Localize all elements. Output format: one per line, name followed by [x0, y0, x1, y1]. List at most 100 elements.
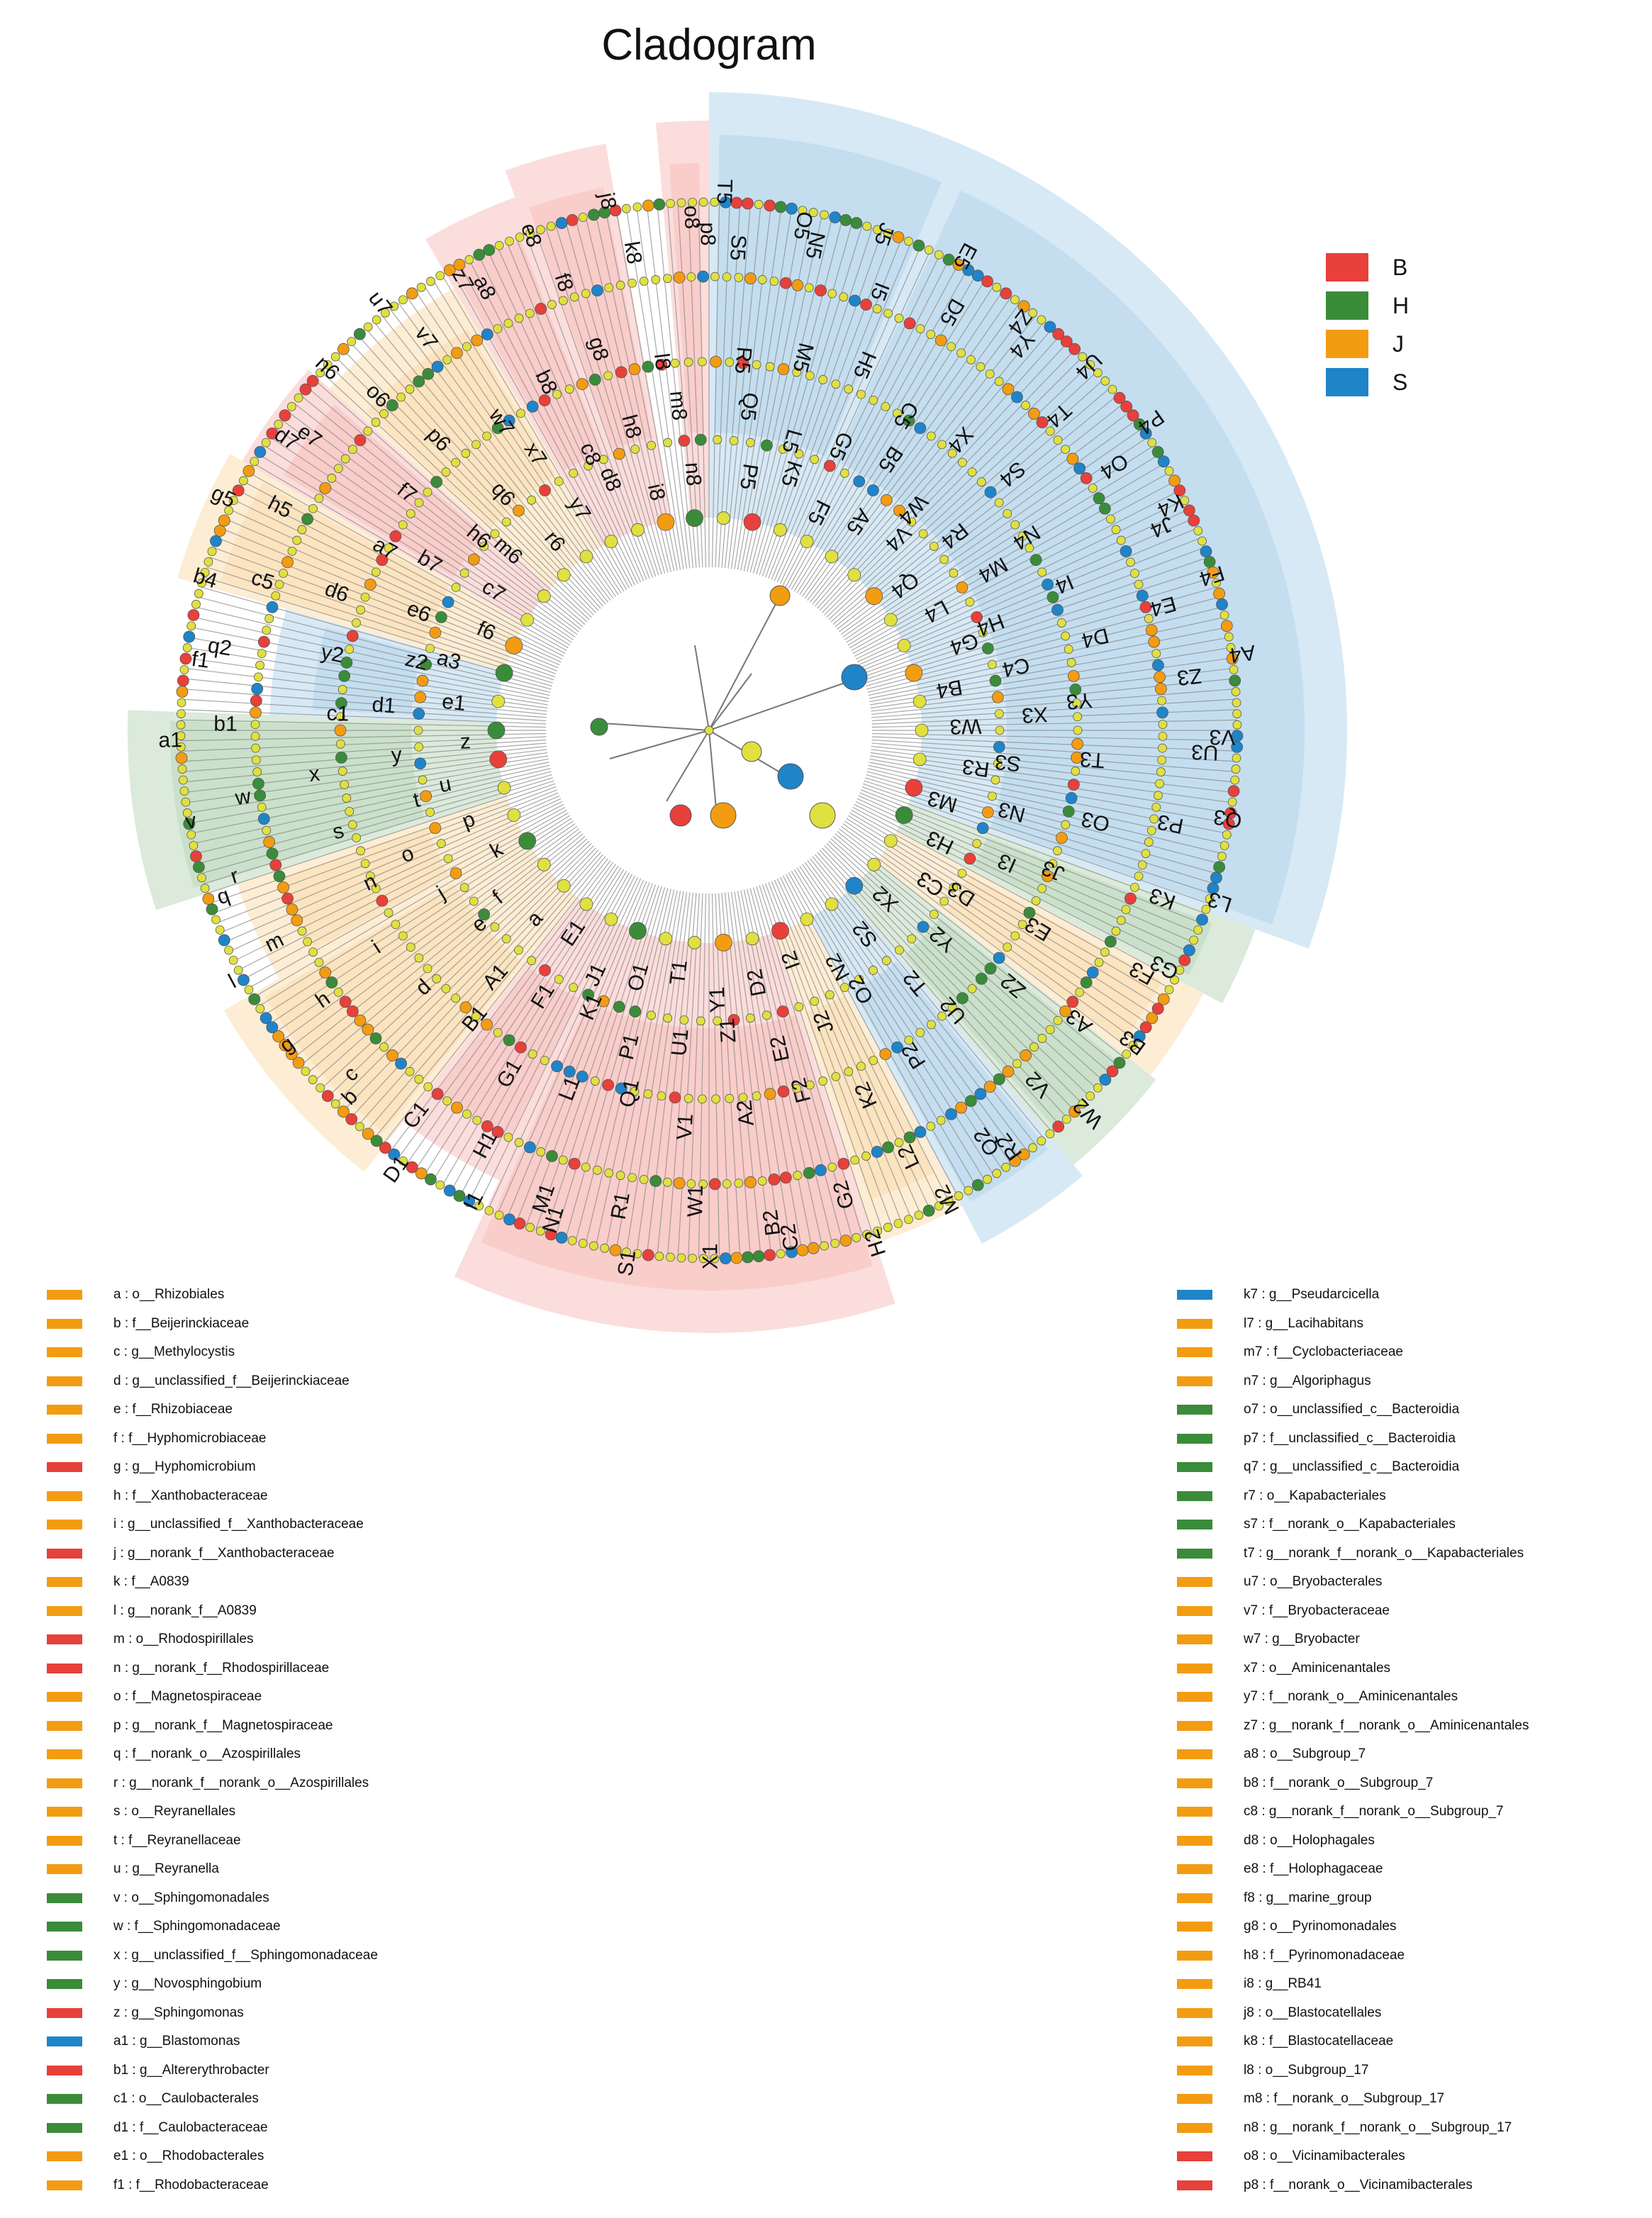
tree-node [744, 1176, 757, 1188]
key-item: p8 : f__norank_o__Vicinamibacterales [1177, 2171, 1529, 2200]
tree-node [942, 253, 955, 266]
tree-node [1037, 884, 1047, 893]
tree-node [949, 568, 959, 578]
tree-node [314, 494, 324, 503]
tree-node [301, 513, 314, 525]
key-label: h8 : f__Pyrinomonadaceae [1244, 1947, 1405, 1963]
tree-node [363, 322, 373, 332]
branch-line [677, 893, 701, 1258]
tree-node [713, 435, 722, 445]
tree-node [983, 1081, 996, 1093]
key-label: z7 : g__norank_f__norank_o__Aminicenanta… [1244, 1717, 1529, 1733]
branch-line [782, 875, 949, 1202]
branch-line [432, 279, 625, 592]
tree-node [971, 269, 984, 282]
tree-node [1130, 883, 1139, 892]
tree-node [752, 1091, 761, 1101]
key-swatch [47, 2122, 82, 2133]
branch-line [328, 842, 592, 1097]
tree-node [627, 1173, 637, 1183]
key-swatch [1177, 2036, 1212, 2047]
branch-line [724, 204, 761, 569]
tree-node [804, 283, 814, 293]
tree-node [1036, 416, 1049, 428]
tree-node [679, 1015, 689, 1025]
branch-line [759, 228, 873, 576]
tree-node [867, 857, 881, 871]
tree-node [292, 535, 302, 545]
node-label: P3 [1156, 810, 1185, 838]
clade-highlight [329, 288, 603, 589]
tree-node [981, 806, 994, 818]
branch-line [814, 328, 1053, 607]
node-label: B4 [934, 675, 964, 703]
tree-node [1017, 300, 1030, 313]
tree-node [945, 1108, 957, 1120]
branch-line [869, 627, 1227, 699]
branch-line [450, 872, 630, 1192]
legend-item-S: S [1326, 363, 1409, 401]
key-label: f : f__Hyphomicrobiaceae [113, 1430, 267, 1446]
tree-node [301, 1066, 311, 1076]
tree-node [525, 308, 535, 318]
branch-line [871, 719, 1237, 728]
branch-line [450, 269, 630, 589]
clade-highlight [896, 803, 1256, 1003]
tree-node [365, 871, 375, 881]
tree-node [369, 1032, 382, 1044]
clade-highlight [904, 918, 1117, 1127]
key-swatch [1177, 1922, 1212, 1932]
tree-node [827, 1162, 837, 1172]
tree-node [1051, 603, 1064, 616]
tree-node [514, 313, 524, 323]
tree-node [578, 213, 588, 222]
branch-line [858, 518, 1193, 666]
branch-line [861, 786, 1205, 914]
tree-node [1232, 709, 1242, 718]
tree-node [710, 802, 737, 829]
tree-node [1157, 755, 1167, 765]
branch-line [852, 481, 1176, 654]
tree-node [839, 983, 849, 993]
tree-node [649, 1175, 662, 1187]
branch-line [300, 833, 584, 1066]
tree-node [503, 1213, 515, 1226]
clade-highlight [714, 135, 942, 457]
key-swatch [47, 2065, 82, 2075]
tree-node [306, 374, 319, 387]
tree-node [825, 897, 839, 911]
tree-node [936, 1115, 946, 1125]
branch-line [646, 892, 691, 1255]
branch-line [821, 349, 1076, 613]
branch-line [242, 806, 566, 980]
tree-node [1229, 664, 1239, 674]
tree-node [657, 513, 675, 531]
tree-node [1064, 645, 1073, 654]
key-swatch [1177, 1634, 1212, 1645]
clade-highlight [454, 240, 603, 470]
node-label: w [233, 784, 253, 810]
tree-node [1003, 942, 1012, 952]
branch-line [275, 823, 576, 1033]
branch-line [740, 890, 813, 1249]
tree-node [883, 613, 898, 627]
tree-node [384, 543, 394, 553]
key-label: c : g__Methylocystis [113, 1344, 235, 1360]
tree-node [1045, 1025, 1055, 1035]
tree-node [629, 922, 647, 940]
tree-node [1205, 894, 1215, 904]
tree-node [1056, 832, 1068, 844]
tree-node [1198, 536, 1207, 546]
tree-node [981, 642, 994, 654]
tree-node [431, 1088, 444, 1100]
branch-line [718, 203, 741, 568]
branch-line [525, 883, 653, 1227]
tree-node [869, 966, 878, 975]
tree-node [976, 362, 986, 372]
key-item: l : g__norank_f__A0839 [47, 1597, 378, 1626]
tree-node [761, 439, 773, 452]
tree-node [904, 236, 913, 246]
tree-node [471, 334, 484, 347]
node-label: P5 [735, 462, 762, 491]
key-label: o7 : o__unclassified_c__Bacteroidia [1244, 1402, 1460, 1417]
